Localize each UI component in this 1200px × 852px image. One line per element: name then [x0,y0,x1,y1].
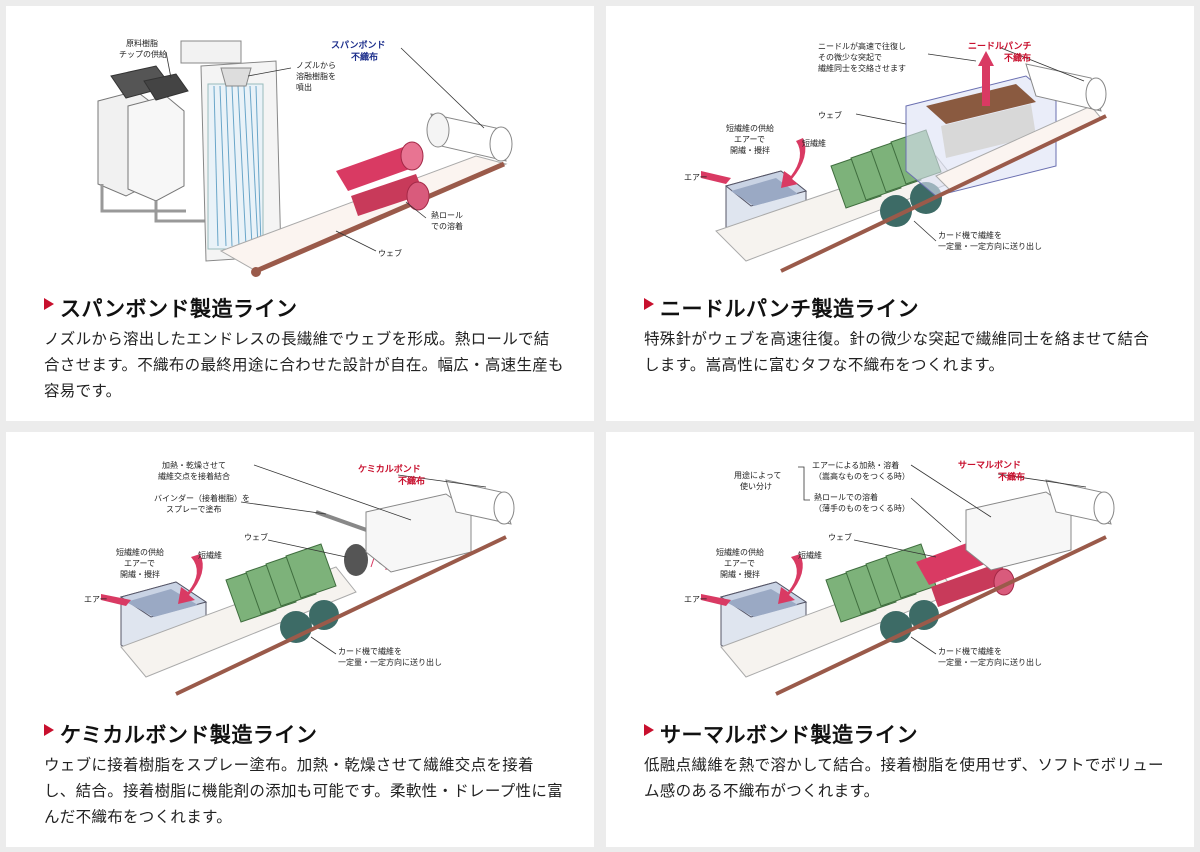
binder-label-2: スプレーで塗布 [166,504,222,514]
card-spunbond: 原料樹脂 チップの供給 ノズルから 溶融樹脂を 噴出 スパンボンド 不織布 熱ロ… [6,6,594,421]
needle-label-1: ニードルが高速で往復し [818,41,906,51]
short-fiber-arrow-icon [778,554,803,604]
web-label: ウェブ [244,532,268,542]
card-description: 特殊針がウェブを高速往復。針の微少な突起で繊維同士を絡ませて結合します。嵩高性に… [644,330,1150,374]
air-heat-label-2: （嵩高なものをつくる時） [814,471,910,481]
product-roll-icon [1045,479,1115,525]
supply-label-2: エアーで [124,559,155,568]
roll-heat-label-2: （薄手のものをつくる時） [814,503,910,513]
title-marker-icon [644,298,654,310]
card-title: ニードルパンチ製造ライン [660,297,920,321]
air-heat-label-1: エアーによる加熱・溶着 [812,460,899,470]
air-arrow-icon [101,594,131,606]
roll-heat-label-1: 熱ロールでの溶着 [814,492,878,502]
web-conveyor-icon [175,535,507,696]
supply-label-2: エアーで [734,135,765,144]
needle-punch-line-illustration: ニードルが高速で往復し その微少な突起で 繊維同士を交絡させます ニードルパンチ… [684,40,1107,273]
title-marker-icon [44,724,54,736]
card-label-2: 一定量・一定方向に送り出し [338,657,442,667]
card-description: 低融点繊維を熱で溶かして結合。接着樹脂を使用せず、ソフトでボリューム感のある不織… [644,756,1164,800]
heat-roll-icon [336,141,430,216]
web-label: ウェブ [818,110,842,120]
card-label-1: カード機で繊維を [938,230,1002,240]
card-label-2: 一定量・一定方向に送り出し [938,657,1042,667]
product-roll-icon [445,479,515,525]
short-fiber-label: 短繊維 [198,550,222,560]
heat-label-2: 繊維交点を接着結合 [158,471,230,481]
usage-label-1: 用途によって [734,470,781,480]
card-title: ケミカルボンド製造ライン [60,723,318,747]
web-label: ウェブ [828,532,852,542]
short-fiber-label: 短繊維 [802,138,826,148]
product-label-2: 不織布 [351,51,378,63]
supply-label-1: 短繊維の供給 [716,547,764,557]
web-label: ウェブ [378,248,402,258]
chip-label-1: 原料樹脂 [126,38,158,48]
short-fiber-label: 短繊維 [798,550,822,560]
card-machine-icon [720,543,957,678]
card-title: スパンボンド製造ライン [60,297,298,321]
card-label-1: カード機で繊維を [938,646,1002,656]
needle-label-3: 繊維同士を交絡させます [818,63,906,73]
card-label-2: 一定量・一定方向に送り出し [938,241,1042,251]
chip-label-2: チップの供給 [119,49,167,59]
card-label-1: カード機で繊維を [338,646,402,656]
product-label-2: 不織布 [998,471,1025,483]
title-marker-icon [644,724,654,736]
product-label-1: ニードルパンチ [968,40,1031,52]
supply-label-2: エアーで [724,559,755,568]
product-label-1: サーマルボンド [958,459,1021,471]
roll-label-2: での溶着 [431,221,463,231]
product-label-2: 不織布 [398,475,425,487]
usage-label-2: 使い分け [740,481,772,491]
chemical-bond-line-illustration: 加熱・乾燥させて 繊維交点を接着結合 バインダー（接着樹脂）を スプレーで塗布 … [84,460,515,696]
web-conveyor-icon [780,105,1107,273]
air-arrow-icon [701,171,731,184]
heat-label-1: 加熱・乾燥させて [162,460,226,470]
card-machine-icon [715,129,957,262]
needle-label-2: その微少な突起で [818,52,882,62]
roll-label-1: 熱ロール [431,210,463,220]
needle-box-icon [905,51,1057,197]
card-description: ノズルから溶出したエンドレスの長繊維でウェブを形成。熱ロールで結合させます。不織… [44,330,564,400]
card-title: サーマルボンド製造ライン [660,723,918,747]
spinneret-tower-icon [180,40,282,262]
short-fiber-arrow-icon [781,138,806,188]
air-label: エアー [84,595,108,604]
supply-label-3: 開繊・攪拌 [120,569,160,579]
title-marker-icon [44,298,54,310]
binder-label-1: バインダー（接着樹脂）を [154,493,250,503]
air-arrow-icon [701,594,731,606]
air-label: エアー [684,173,708,182]
card-chemical-bond: 加熱・乾燥させて 繊維交点を接着結合 バインダー（接着樹脂）を スプレーで塗布 … [6,432,594,847]
supply-label-1: 短繊維の供給 [726,123,774,133]
short-fiber-arrow-icon [178,554,203,604]
supply-label-3: 開繊・攪拌 [730,145,770,155]
chip-hopper-icon [97,65,221,223]
card-thermal-bond: 用途によって 使い分け エアーによる加熱・溶着 （嵩高なものをつくる時） 熱ロー… [606,432,1194,847]
supply-label-3: 開繊・攪拌 [720,569,760,579]
thermal-bond-line-illustration: 用途によって 使い分け エアーによる加熱・溶着 （嵩高なものをつくる時） 熱ロー… [684,459,1115,696]
product-label-2: 不織布 [1004,52,1031,64]
product-label-1: ケミカルボンド [358,463,421,475]
air-label: エアー [684,595,708,604]
air-heater-box-icon [965,491,1072,571]
nozzle-label-2: 溶融樹脂を [296,71,336,81]
nozzle-label-3: 噴出 [296,82,312,92]
supply-label-1: 短繊維の供給 [116,547,164,557]
spunbond-line-illustration: 原料樹脂 チップの供給 ノズルから 溶融樹脂を 噴出 スパンボンド 不織布 熱ロ… [97,38,513,277]
card-machine-icon [120,543,357,678]
nozzle-label-1: ノズルから [296,60,336,70]
card-needle-punch: ニードルが高速で往復し その微少な突起で 繊維同士を交絡させます ニードルパンチ… [606,6,1194,421]
card-description: ウェブに接着樹脂をスプレー塗布。加熱・乾燥させて繊維交点を接着し、結合。接着樹脂… [44,756,563,826]
product-label-1: スパンボンド [331,39,385,51]
product-roll-icon [1025,63,1107,112]
product-roll-icon [426,112,513,162]
web-conveyor-icon [775,535,1107,696]
